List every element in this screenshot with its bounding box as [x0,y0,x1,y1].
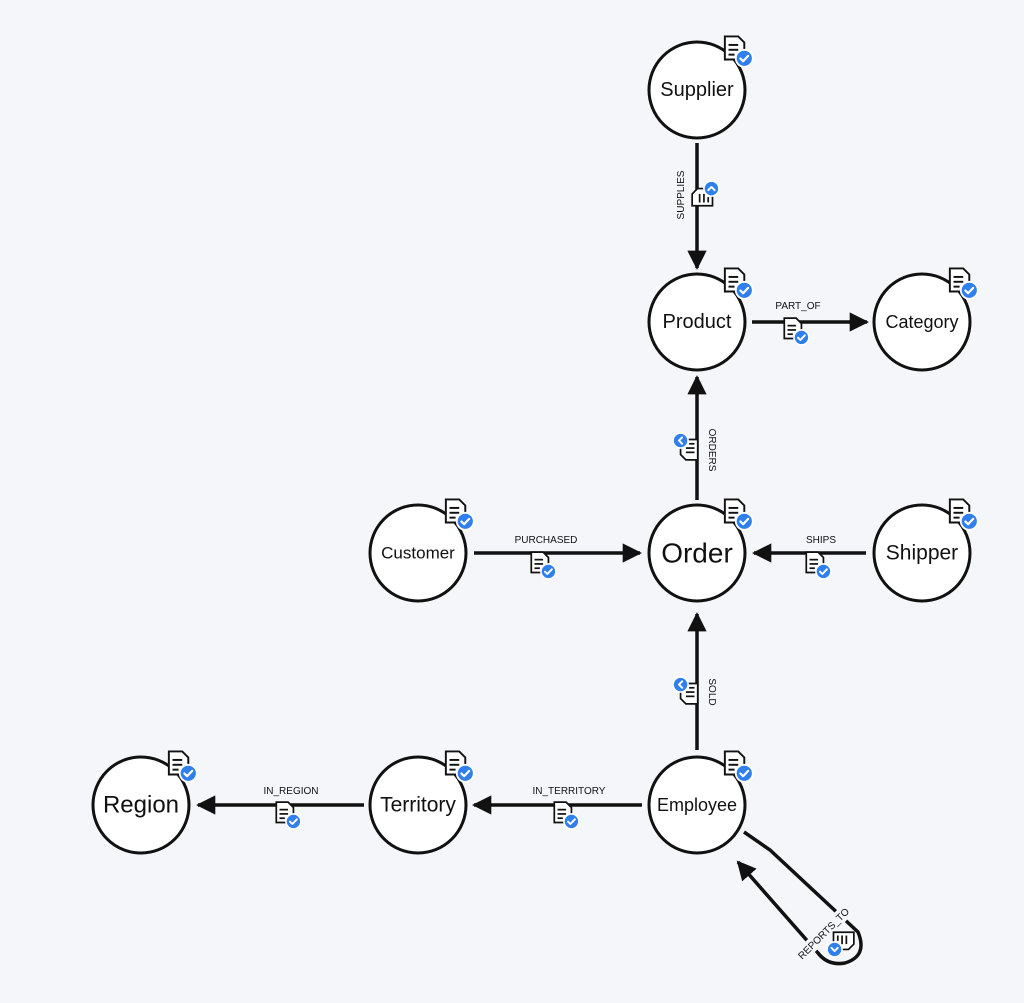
edge-label-part-of: PART_OF [775,301,820,312]
node-order[interactable]: Order [647,498,754,603]
edge-label-sold: SOLD [706,678,717,705]
edge-label-in-territory: IN_TERRITORY [533,786,606,797]
document-check-icon[interactable] [672,676,699,705]
edge-orders[interactable]: ORDERS [672,375,720,500]
node-label-product: Product [663,311,732,333]
node-label-region: Region [103,792,179,819]
node-employee[interactable]: Employee [647,750,754,855]
node-label-territory: Territory [380,794,456,817]
edge-reports-to[interactable]: REPORTS_TO [736,830,863,966]
edge-part-of[interactable]: PART_OF [752,298,869,346]
node-shipper[interactable]: Shipper [872,498,979,603]
node-territory[interactable]: Territory [368,750,475,855]
document-check-icon[interactable] [826,931,855,958]
node-category[interactable]: Category [872,267,979,372]
edge-sold[interactable]: SOLD [672,612,720,750]
edge-label-supplies: SUPPLIES [676,170,687,219]
node-customer[interactable]: Customer [368,498,475,603]
edge-purchased[interactable]: PURCHASED [474,532,642,580]
node-label-shipper: Shipper [886,542,958,565]
node-label-category: Category [885,312,958,332]
node-supplier[interactable]: Supplier [647,35,754,140]
node-region[interactable]: Region [91,750,198,855]
node-label-supplier: Supplier [660,79,734,101]
edge-in-region[interactable]: IN_REGION [196,783,364,830]
node-label-customer: Customer [381,544,455,563]
edge-ships[interactable]: SHIPS [752,532,866,580]
edge-in-territory[interactable]: IN_TERRITORY [472,783,642,830]
node-label-order: Order [661,538,733,569]
edge-supplies[interactable]: SUPPLIES [673,143,720,270]
document-check-icon[interactable] [530,551,557,580]
document-check-icon[interactable] [672,432,699,461]
edge-label-orders: ORDERS [706,429,717,472]
edge-label-purchased: PURCHASED [515,535,578,546]
node-product[interactable]: Product [647,267,754,372]
node-label-employee: Employee [657,795,737,815]
edge-label-in-region: IN_REGION [263,786,318,797]
document-check-icon[interactable] [805,551,832,580]
edge-label-ships: SHIPS [806,535,836,546]
